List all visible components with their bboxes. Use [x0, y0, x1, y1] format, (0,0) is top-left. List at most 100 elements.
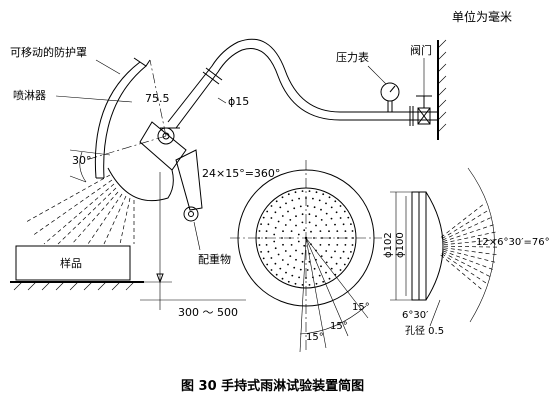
- angle-step-label: 6°30′: [402, 310, 429, 321]
- nozzle-hole: [287, 263, 289, 266]
- nozzle-hole: [274, 262, 277, 265]
- figure-caption: 图 30 手持式雨淋试验装置简图: [181, 378, 364, 394]
- nozzle-hole: [287, 280, 290, 283]
- nozzle-hole: [291, 199, 294, 202]
- fan-line: [443, 245, 501, 248]
- nozzle-hole: [301, 252, 304, 255]
- nozzle-hole: [308, 260, 311, 263]
- nozzle-hole: [319, 230, 322, 233]
- nozzle-hole: [282, 230, 284, 233]
- nozzle-hole: [295, 258, 297, 261]
- nozzle-hole: [289, 219, 292, 221]
- nozzle-hole: [325, 202, 327, 205]
- outer-diameter-label: ϕ102: [383, 232, 394, 258]
- angle-15-a: 15°: [306, 332, 324, 343]
- nozzle-hole: [297, 240, 300, 243]
- nozzle-hole: [275, 273, 278, 276]
- holes-count-angle-label: 24×15°=360°: [202, 167, 280, 180]
- nozzle-hole: [339, 205, 342, 207]
- nozzle-hole: [295, 224, 297, 227]
- nozzle-hole: [267, 223, 270, 226]
- nozzle-hole: [325, 261, 328, 264]
- nozzle-hole: [322, 193, 325, 196]
- nozzle-hole: [320, 255, 323, 257]
- nozzle-hole: [266, 210, 269, 213]
- water-supply-assembly: 压力表 阀门: [336, 39, 447, 140]
- nozzle-hole: [330, 256, 333, 259]
- nozzle-hole: [289, 255, 292, 257]
- nozzle-hole: [350, 251, 352, 253]
- nozzle-hole: [343, 210, 346, 213]
- nozzle-hole: [273, 240, 276, 243]
- sample-box: [15, 245, 131, 281]
- nozzle-hole: [328, 196, 331, 199]
- nozzle-hole: [287, 193, 290, 196]
- nozzle-hole: [290, 244, 293, 246]
- nozzle-hole: [334, 223, 336, 226]
- nozzle-hole: [306, 205, 309, 207]
- nozzle-hole: [290, 230, 293, 233]
- nozzle-hole: [308, 221, 311, 224]
- fan-line: [442, 252, 493, 279]
- nozzle-hole: [315, 215, 317, 218]
- nozzle-hole: [295, 215, 297, 218]
- nozzle-hole: [281, 215, 284, 217]
- nozzle-hole: [281, 237, 283, 239]
- movable-shield-label: 可移动的防护罩: [10, 45, 87, 59]
- nozzle-hole: [320, 208, 322, 211]
- nozzle-hole: [277, 220, 280, 223]
- nozzle-hole: [301, 213, 304, 216]
- nozzle-hole: [339, 217, 342, 219]
- nozzle-hole: [318, 274, 321, 277]
- fan-line: [441, 209, 490, 239]
- nozzle-hole: [281, 196, 284, 199]
- nozzle-hole: [335, 262, 338, 265]
- counterweight-label: 配重物: [198, 252, 231, 266]
- nozzle-hole: [319, 244, 322, 246]
- nozzle-hole: [266, 263, 269, 266]
- pipe-diameter-label: ϕ15: [228, 95, 249, 108]
- counterweight-icon: [183, 206, 199, 222]
- nozzle-hole: [293, 266, 296, 269]
- nozzle-hole: [262, 216, 265, 219]
- hole-row-fan: [440, 202, 501, 292]
- nozzle-hole: [325, 224, 328, 226]
- fan-line: [442, 216, 494, 241]
- nozzle-hole: [328, 277, 331, 280]
- nozzle-hole: [344, 244, 347, 246]
- nozzle-holes: [258, 190, 354, 286]
- nozzle-hole: [301, 190, 304, 193]
- nozzle-hole: [297, 233, 300, 236]
- nozzle-hole: [294, 191, 297, 194]
- nozzle-hole: [306, 269, 309, 271]
- angle-15-c: 15°: [352, 302, 370, 313]
- nozzle-hole: [260, 223, 262, 226]
- nozzle-hole: [303, 244, 306, 247]
- wall-hatching: [437, 39, 447, 133]
- nozzle-hole: [270, 269, 273, 271]
- nozzle-hole: [274, 226, 277, 229]
- nozzle-hole: [299, 205, 302, 208]
- nozzle-assembly: 可移动的防护罩 喷淋器 75.5 配重物: [10, 45, 231, 266]
- nozzle-hole: [299, 268, 302, 271]
- nozzle-hole: [325, 212, 328, 215]
- nozzle-hole: [270, 257, 273, 259]
- fan-line: [443, 223, 497, 242]
- nozzle-hole: [315, 191, 318, 194]
- spray-angle-label: 30°: [72, 154, 92, 167]
- nozzle-hole: [301, 221, 304, 224]
- nozzle-hole: [330, 206, 333, 209]
- nozzle-hole: [347, 216, 350, 219]
- valve-label: 阀门: [410, 43, 432, 57]
- pressure-gauge-label: 压力表: [336, 50, 369, 64]
- nozzle-hole: [351, 244, 354, 246]
- nozzle-hole: [320, 265, 322, 268]
- floor-hatching: [13, 281, 135, 291]
- nozzle-hole: [330, 267, 333, 270]
- fan-line: [443, 231, 499, 244]
- nozzle-hole: [328, 230, 330, 233]
- fan-line: [440, 254, 484, 292]
- nozzle-hole: [315, 282, 318, 285]
- hole-diameter-label: 孔径 0.5: [405, 324, 444, 337]
